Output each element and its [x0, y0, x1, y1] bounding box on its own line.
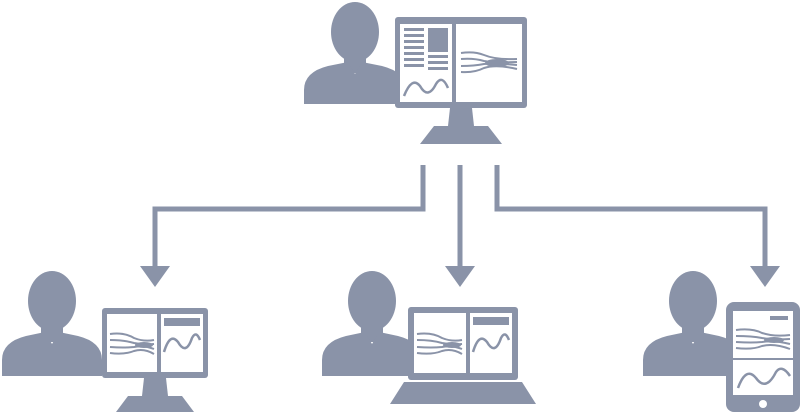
viewer-tablet-person-icon [643, 271, 743, 376]
arrow-to-viewer-desktop [152, 165, 426, 268]
viewer-tablet-wave-chart [736, 367, 792, 389]
viewer-tablet-screen [733, 311, 793, 395]
presenter-monitor-icon [395, 17, 527, 144]
viewer-desktop-person-icon [2, 271, 102, 376]
viewer-tablet-icon [726, 302, 800, 412]
viewer-desktop-base [116, 396, 194, 412]
presenter-monitor-neck [448, 108, 474, 126]
presenter-monitor-base [420, 126, 502, 144]
viewer-laptop-icon [390, 307, 536, 404]
arrowhead-desktop [140, 266, 170, 287]
presenter-group [304, 2, 527, 144]
viewer-desktop-flow-lines [109, 332, 155, 355]
viewer-tablet-home-button [759, 400, 767, 408]
presenter-text-lines [404, 28, 448, 70]
viewer-desktop-header-bar [164, 318, 200, 326]
viewer-desktop-wave-chart [162, 333, 202, 353]
viewer-laptop-flow-lines [416, 332, 463, 355]
presenter-flow-lines-graphic [460, 51, 518, 74]
viewer-laptop-group [322, 271, 536, 404]
arrowhead-tablet [750, 266, 780, 287]
viewer-laptop-person-icon [322, 271, 422, 376]
viewer-tablet-group [643, 271, 800, 412]
arrow-to-viewer-tablet [494, 165, 768, 268]
viewer-desktop-monitor-icon [102, 308, 208, 412]
viewer-laptop-wave-chart [471, 333, 511, 353]
presenter-wave-chart [402, 78, 450, 97]
arrowheads [140, 266, 780, 287]
presenter-person-icon [304, 2, 406, 104]
viewer-tablet-header-bar [770, 316, 788, 320]
arrowhead-laptop [445, 266, 475, 287]
viewer-tablet-flow-lines [735, 328, 791, 350]
viewer-laptop-keyboard-base [390, 382, 536, 404]
viewer-desktop-neck [142, 378, 168, 396]
presenter-image-block [428, 28, 448, 52]
viewer-desktop-group [2, 271, 208, 412]
viewer-laptop-header-bar [473, 317, 509, 325]
connection-arrows [152, 165, 768, 268]
